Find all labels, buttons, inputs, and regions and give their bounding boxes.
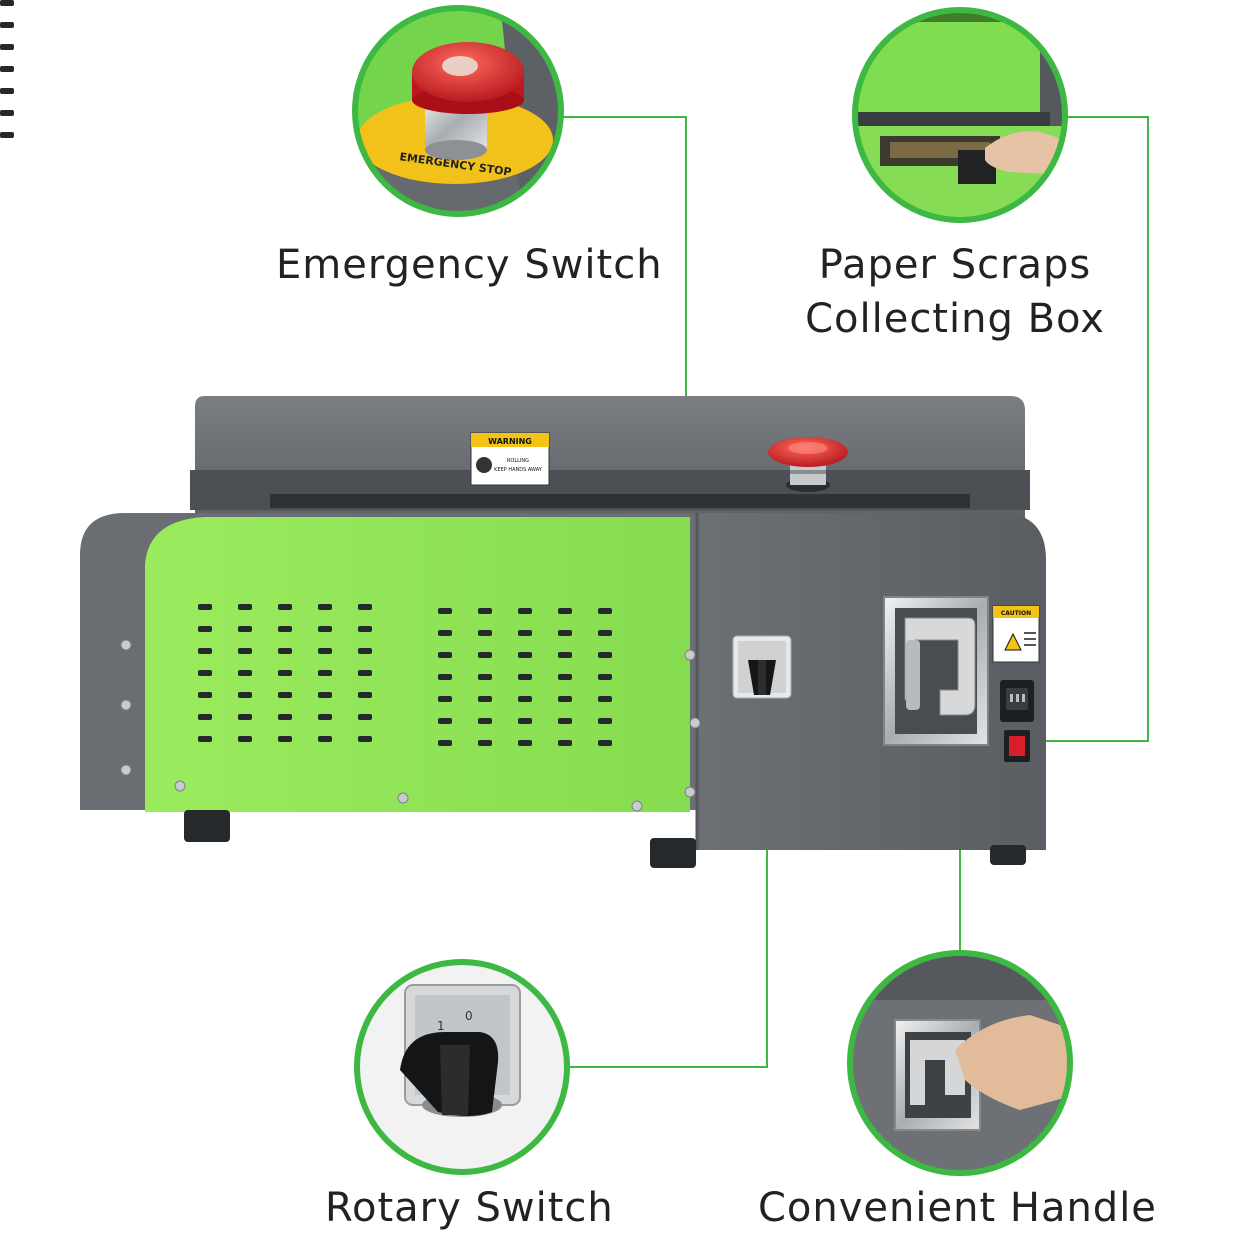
rotary-switch-closeup: 1 0 — [357, 962, 567, 1172]
warning-sticker-line1: ROLLING — [507, 458, 529, 464]
caution-sticker: CAUTION — [992, 605, 1040, 663]
paper-scraps-box-label-line1: Paper Scraps — [818, 242, 1092, 288]
power-socket-icon — [1000, 680, 1034, 762]
emergency-switch-label: Emergency Switch — [276, 242, 663, 288]
vent-slots — [0, 0, 612, 746]
caution-sticker-title: CAUTION — [1001, 610, 1031, 617]
warning-sticker-title: WARNING — [488, 437, 532, 446]
rotary-pos-0: 0 — [465, 1009, 473, 1023]
warning-sticker: WARNING ROLLING KEEP HANDS AWAY — [470, 432, 550, 486]
shredder-machine: WARNING ROLLING KEEP HANDS AWAY — [0, 0, 1046, 868]
leader-line-scraps-box — [1045, 116, 1149, 742]
paper-scraps-box-label-line2: Collecting Box — [805, 296, 1105, 342]
handle-icon — [883, 596, 989, 746]
convenient-handle-label: Convenient Handle — [758, 1185, 1157, 1231]
rotary-switch-label: Rotary Switch — [325, 1185, 614, 1231]
emergency-switch-closeup: EMERGENCY STOP — [355, 8, 561, 214]
screws — [120, 639, 701, 812]
paper-scraps-box-closeup — [855, 10, 1065, 220]
warning-sticker-line2: KEEP HANDS AWAY — [494, 467, 543, 473]
emergency-stop-icon — [768, 437, 848, 492]
rotary-knob-icon — [732, 635, 792, 699]
rotary-pos-1: 1 — [437, 1019, 445, 1033]
